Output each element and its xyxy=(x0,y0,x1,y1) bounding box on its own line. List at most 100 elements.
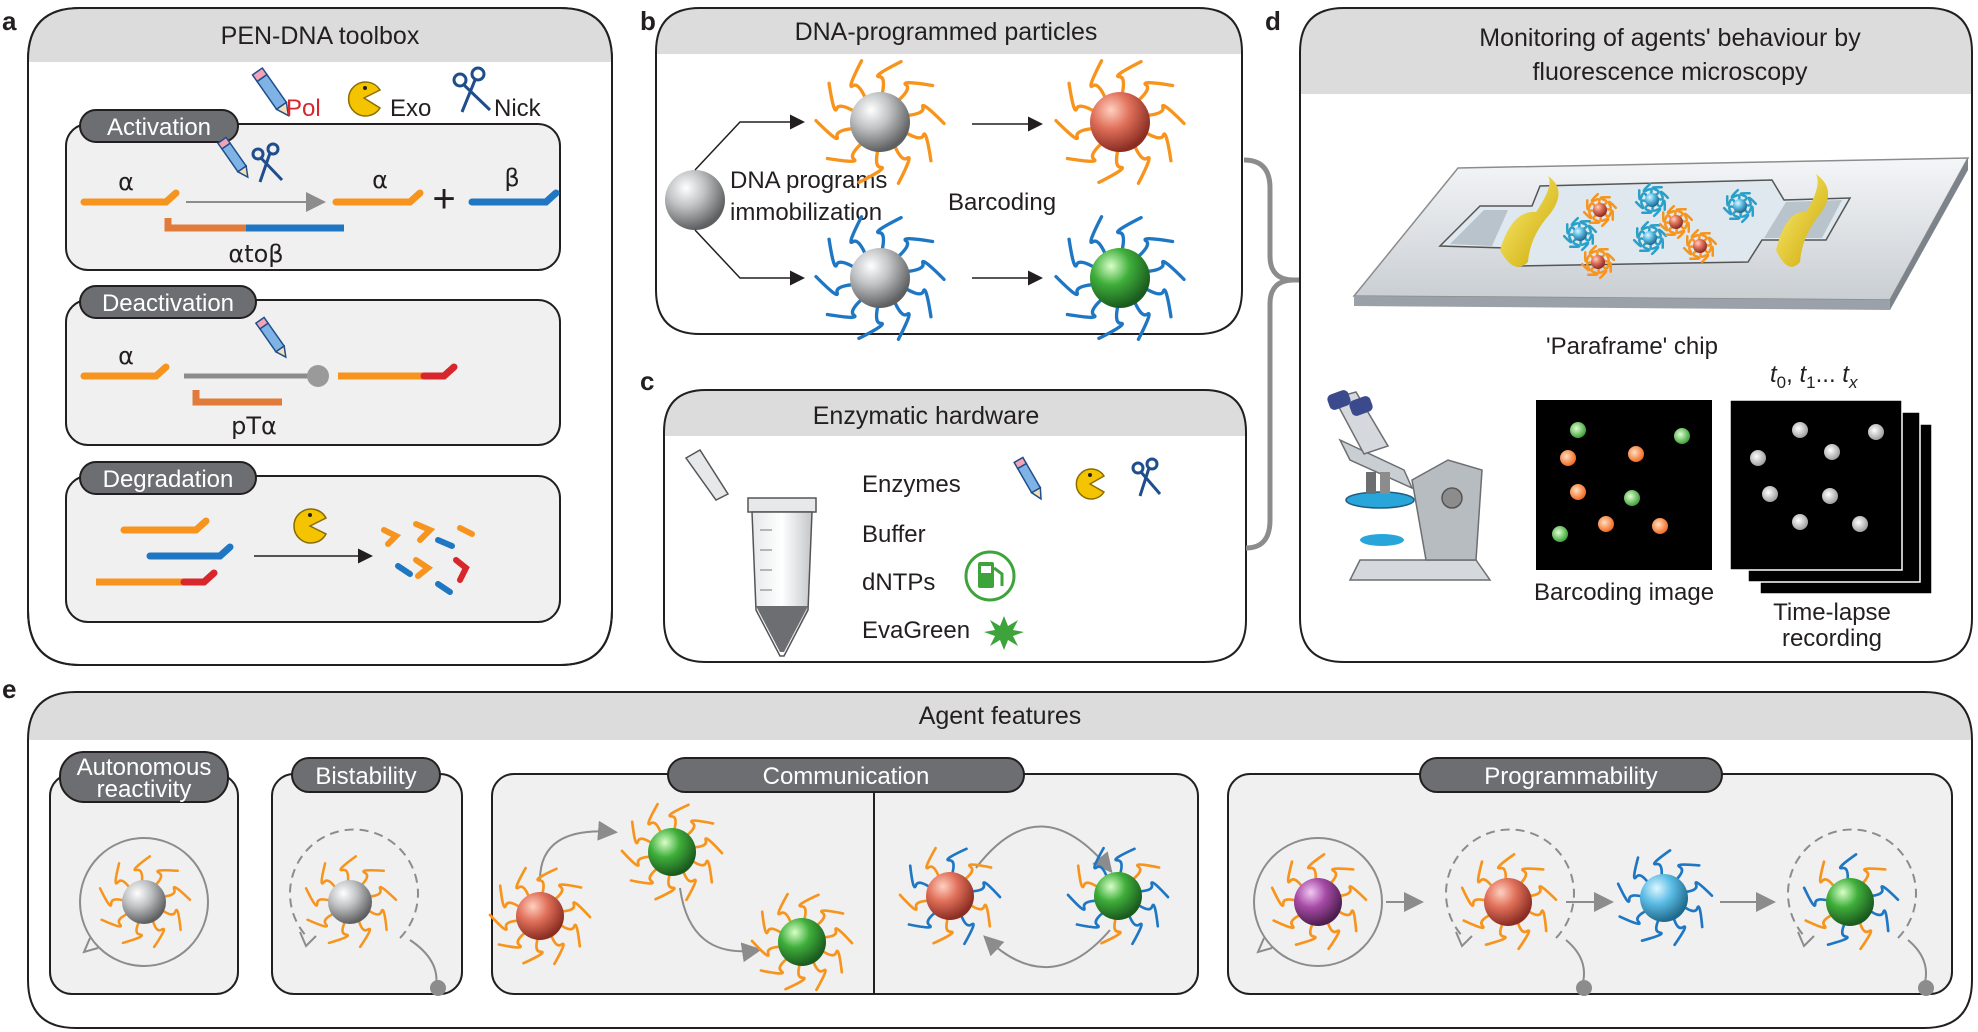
paraframe-chip xyxy=(1352,157,1970,310)
autonomous-cycle xyxy=(79,837,209,967)
comm-particle-red-blue xyxy=(898,846,1002,946)
t-separator-2: ... xyxy=(1816,361,1843,388)
bistability-cycle xyxy=(289,828,419,939)
prog-particle-green xyxy=(1802,853,1900,951)
deactivation-alpha-label: α xyxy=(118,342,134,370)
barcoding-image-label: Barcoding image xyxy=(1534,579,1714,606)
prog-arrowhead-1 xyxy=(1256,937,1273,954)
pol-legend-icon xyxy=(251,66,290,118)
bare-particle xyxy=(665,170,725,230)
panel-c-title: Enzymatic hardware xyxy=(813,402,1039,430)
arrow-upper xyxy=(694,114,805,171)
degrade-strand-2 xyxy=(146,543,234,560)
bistability-arrowhead xyxy=(299,931,317,948)
fuel-pump-icon xyxy=(964,550,1016,602)
communication-title: Communication xyxy=(763,763,930,790)
ptalpha-label: pTα xyxy=(231,412,277,440)
t1-subscript: 1 xyxy=(1806,373,1815,392)
timelapse-label-line-2: recording xyxy=(1782,625,1882,652)
communication-pill xyxy=(667,757,1025,793)
panel-letter-a: a xyxy=(2,6,17,36)
nick-legend-icon xyxy=(452,66,492,113)
degradation-title: Degradation xyxy=(103,466,234,493)
alpha-output-label: α xyxy=(372,166,388,194)
panel-letter-b: b xyxy=(640,6,656,36)
bistability-particle xyxy=(304,855,398,949)
degrade-strand-3-end xyxy=(180,569,218,586)
t-separator-1: , xyxy=(1786,361,1799,388)
autonomous-title-line-2: reactivity xyxy=(97,776,192,803)
autonomous-pill xyxy=(59,751,229,803)
comm-particle-green-1 xyxy=(620,802,724,902)
timelapse-label-line-1: Time-lapse xyxy=(1773,599,1891,626)
prog-tail-dot-2 xyxy=(1918,980,1934,996)
comm-arrow-4 xyxy=(983,929,1111,969)
bistability-title: Bistability xyxy=(315,763,416,790)
autonomous-arrowhead xyxy=(82,937,99,954)
enzymes-exo-icon xyxy=(1075,468,1106,500)
beta-strand xyxy=(468,189,560,206)
panel-d: Monitoring of agents' behaviour by fluor… xyxy=(1299,7,1973,663)
pol-icon xyxy=(216,136,249,179)
exo-icon xyxy=(293,508,328,544)
enzymes-nick-icon xyxy=(1131,457,1162,497)
panel-d-title-line-2: fluorescence microscopy xyxy=(1532,58,1808,86)
prog-cycle-2 xyxy=(1445,828,1575,939)
deactivation-complement xyxy=(192,390,282,406)
prog-particle-red xyxy=(1460,853,1558,951)
activation-title: Activation xyxy=(107,114,211,141)
deactivation-alpha-strand xyxy=(80,363,170,380)
nick-icon xyxy=(251,142,284,183)
template-label: αtoβ xyxy=(228,240,283,268)
t0-label: t xyxy=(1770,361,1778,388)
prog-tail-dot-1 xyxy=(1576,980,1592,996)
alpha-output-strand xyxy=(332,189,424,206)
degrade-strand-1 xyxy=(120,517,210,534)
comm-particle-green-2 xyxy=(750,892,854,992)
legend-pol-text: Pol xyxy=(286,95,321,122)
autonomous-title-line-1: Autonomous xyxy=(77,754,212,781)
panel-a: PEN-DNA toolbox Pol Exo Nick Activation … xyxy=(27,7,613,666)
t1-label: t xyxy=(1799,361,1807,388)
comm-arrow-2 xyxy=(679,887,762,963)
microscope-icon xyxy=(1327,390,1492,581)
legend-nick-label: Nick xyxy=(494,95,542,122)
bistability-tail-dot xyxy=(430,980,446,996)
panel-letter-c: c xyxy=(640,366,654,396)
panel-d-title-line-1: Monitoring of agents' behaviour by xyxy=(1479,24,1861,52)
comm-particle-red xyxy=(488,866,592,966)
panel-a-title: PEN-DNA toolbox xyxy=(221,22,420,50)
barcoding-image xyxy=(1536,400,1712,570)
panel-e: Agent features Autonomous reactivity Bis… xyxy=(27,691,1973,1029)
prog-arrowhead-3 xyxy=(1797,931,1815,948)
enzymes-label: Enzymes xyxy=(862,471,961,498)
comm-arrow-1 xyxy=(539,820,618,881)
prog-arrowhead-2 xyxy=(1455,931,1473,948)
chip-label: 'Paraframe' chip xyxy=(1546,333,1718,360)
comm-particle-green-blue xyxy=(1066,846,1170,946)
alpha-input-label: α xyxy=(118,168,134,196)
particle-orange-silver xyxy=(814,59,946,185)
panel-c: Enzymatic hardware Enzymes Buffer dNTPs … xyxy=(663,389,1247,663)
programmability-title: Programmability xyxy=(1484,763,1657,790)
time-points-label: t0, t1... tx xyxy=(1770,361,1858,392)
particle-blue-silver xyxy=(814,215,946,341)
tx-subscript: x xyxy=(1848,373,1858,392)
beta-label: β xyxy=(504,164,519,192)
prog-cycle-3 xyxy=(1787,828,1917,939)
phosphate-cap xyxy=(307,365,329,387)
plus-sign: + xyxy=(432,177,455,221)
fragments xyxy=(381,521,475,595)
degradation-box: Degradation xyxy=(65,461,561,623)
autonomous-particle xyxy=(98,855,192,949)
barcoding-label: Barcoding xyxy=(948,189,1056,216)
bistability-box xyxy=(271,773,463,995)
legend-pol-label: Pol xyxy=(286,95,321,122)
comm-arrow-3 xyxy=(975,825,1113,874)
timelapse-dots xyxy=(1750,422,1884,532)
t0-subscript: 0 xyxy=(1777,373,1786,392)
alpha-strand xyxy=(80,189,180,206)
prog-particle-purple xyxy=(1270,853,1368,951)
